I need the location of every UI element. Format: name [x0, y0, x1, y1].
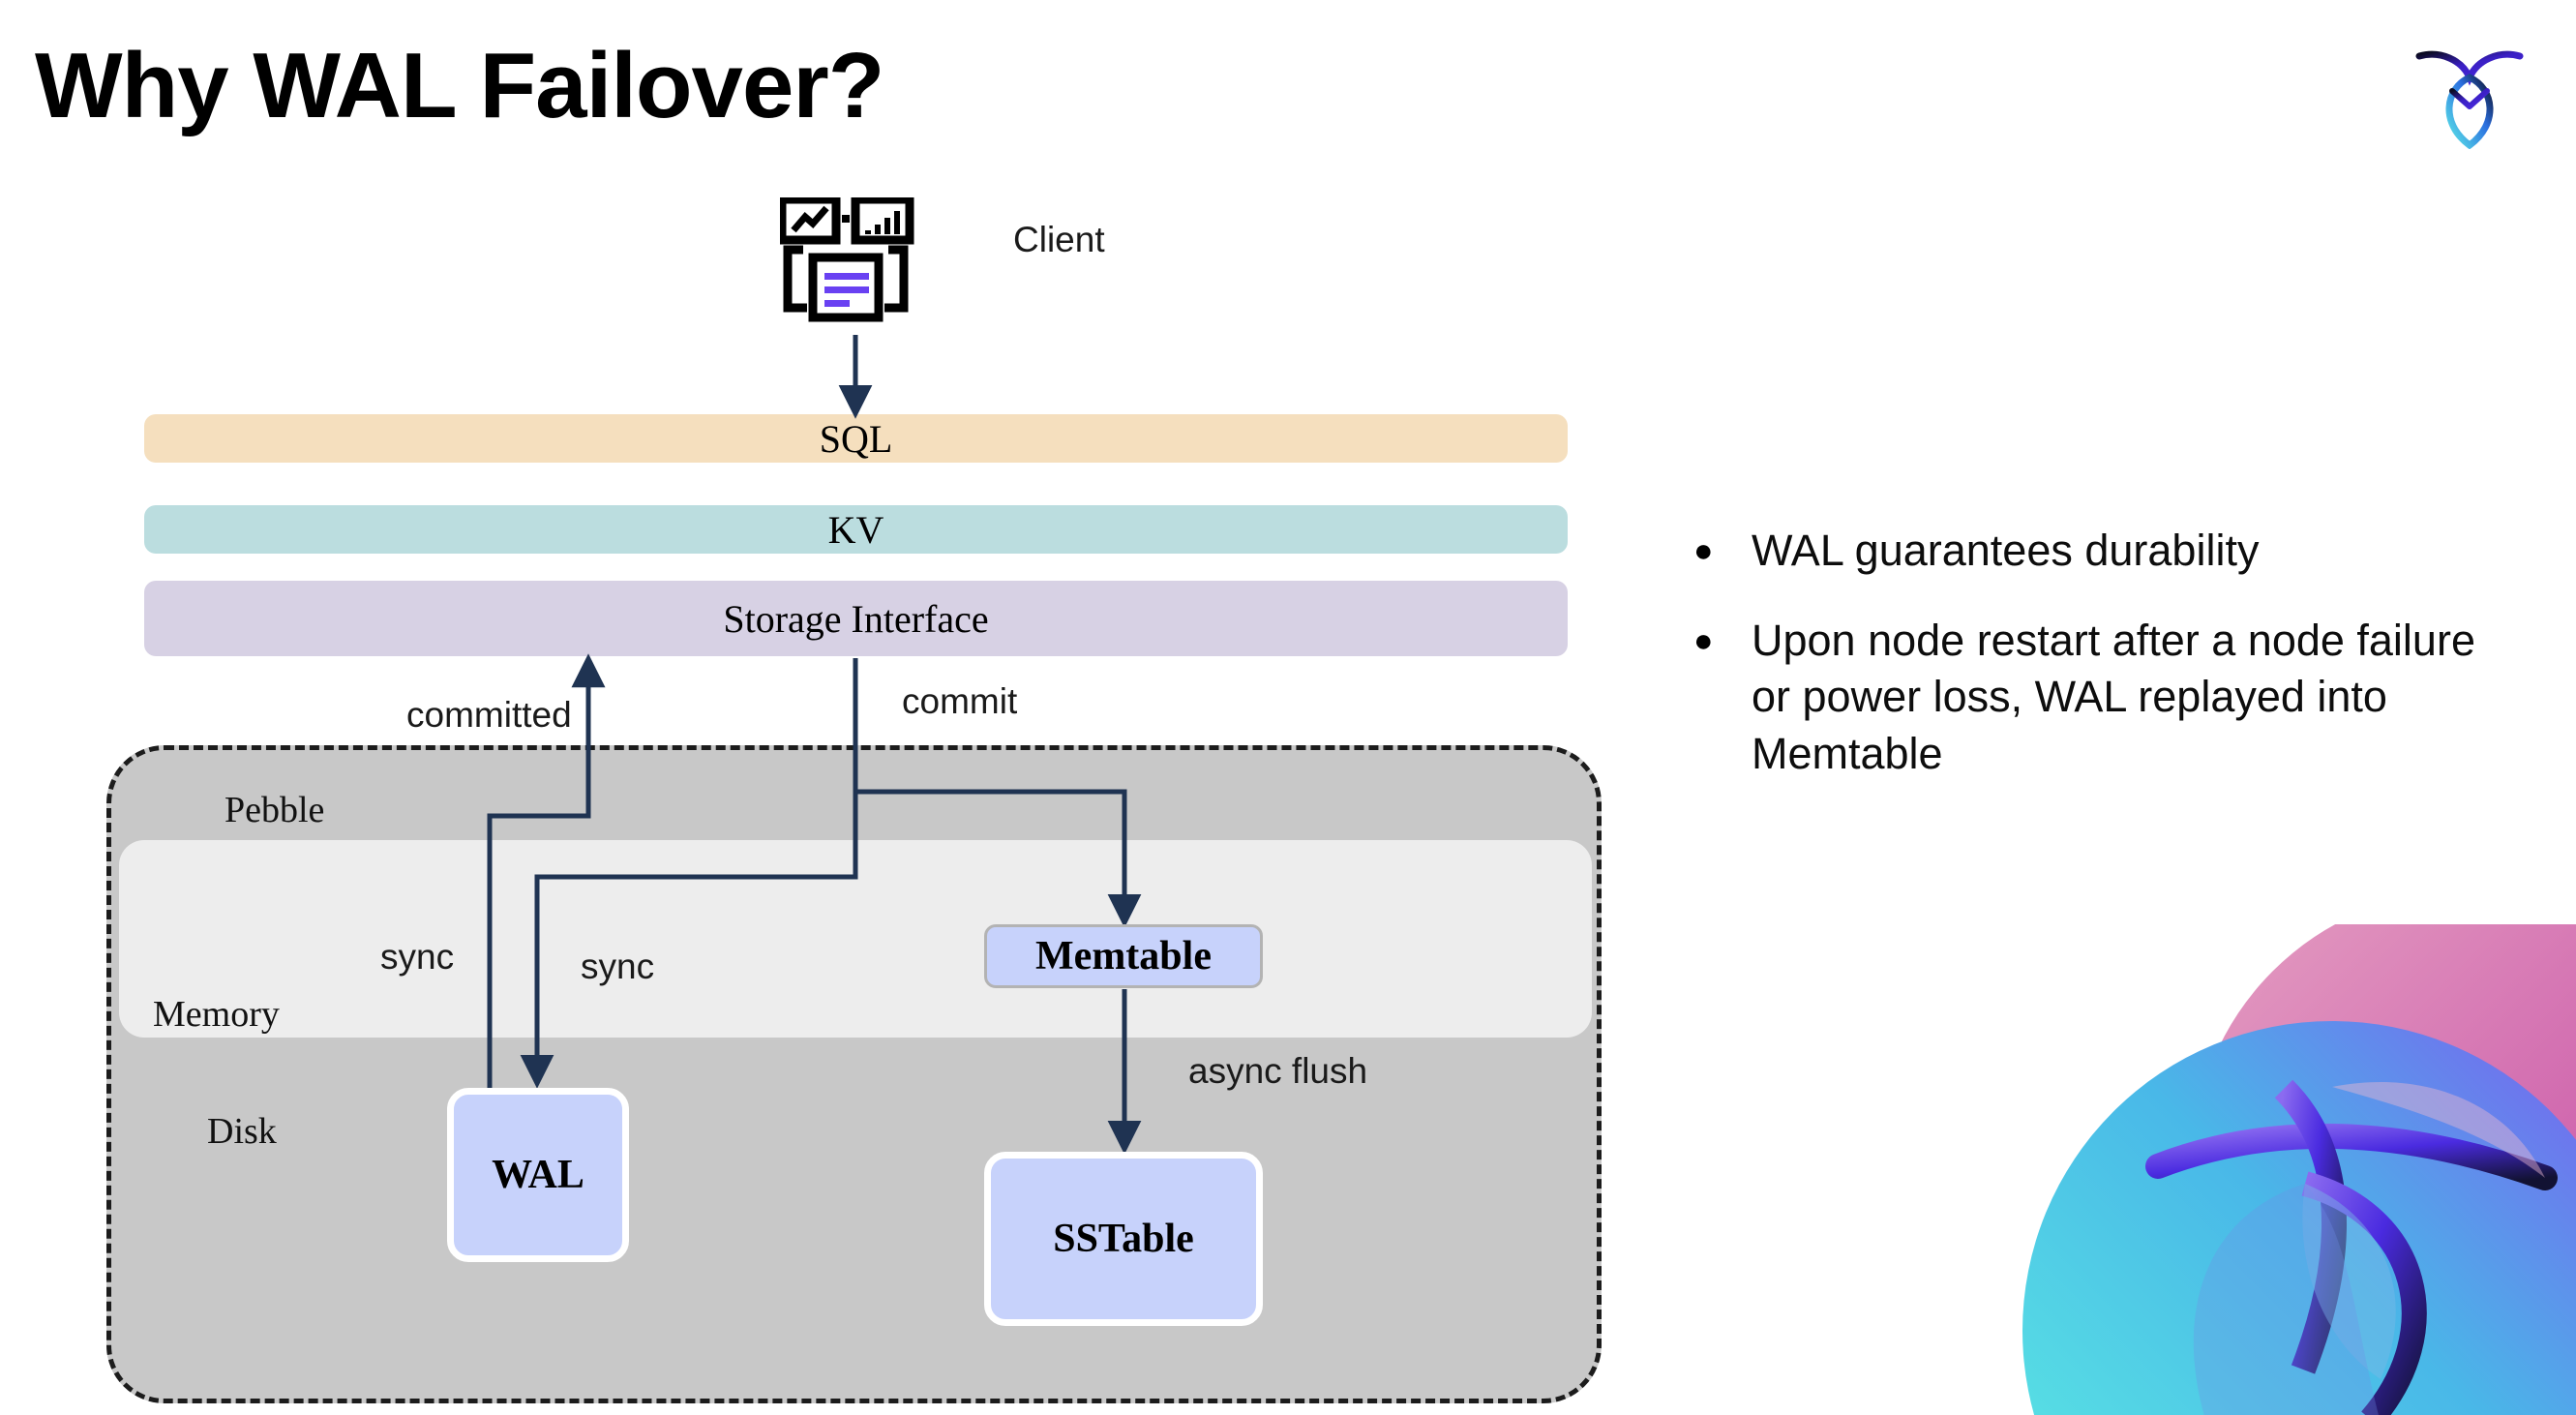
memory-zone	[119, 840, 1592, 1038]
edge-label-sync-right: sync	[581, 947, 655, 986]
store-label-memtable: Memtable	[1035, 934, 1212, 978]
store-label-wal: WAL	[492, 1153, 584, 1197]
pebble-label: Pebble	[225, 790, 325, 830]
layer-label-sql: SQL	[819, 416, 893, 461]
store-label-sstable: SSTable	[1053, 1217, 1194, 1261]
disk-label: Disk	[207, 1111, 277, 1152]
bullet-text: Upon node restart after a node failure o…	[1752, 615, 2475, 778]
page-title: Why WAL Failover?	[35, 34, 884, 137]
layer-bar-sql: SQL	[144, 414, 1568, 463]
cockroachdb-logo-icon	[2411, 35, 2528, 150]
store-box-sstable: SSTable	[984, 1152, 1263, 1326]
edge-label-committed: committed	[406, 695, 572, 735]
edge-label-async-flush: async flush	[1188, 1051, 1368, 1091]
bullet-marker-icon: ●	[1693, 532, 1714, 569]
list-item: ● Upon node restart after a node failure…	[1693, 613, 2497, 783]
layer-label-kv: KV	[827, 507, 884, 552]
bullet-text: WAL guarantees durability	[1752, 526, 2260, 575]
edge-label-sync-left: sync	[380, 937, 455, 977]
layer-bar-kv: KV	[144, 505, 1568, 554]
store-box-wal: WAL	[447, 1088, 629, 1262]
client-monitor-icon	[777, 195, 935, 335]
decorative-brand-graphic	[1964, 924, 2576, 1415]
bullet-list: ● WAL guarantees durability ● Upon node …	[1693, 523, 2497, 815]
memory-label: Memory	[153, 994, 280, 1035]
layer-label-storage-interface: Storage Interface	[723, 596, 989, 641]
list-item: ● WAL guarantees durability	[1693, 523, 2497, 580]
layer-bar-storage-interface: Storage Interface	[144, 581, 1568, 656]
client-label: Client	[1013, 220, 1105, 259]
bullet-marker-icon: ●	[1693, 621, 1714, 659]
store-box-memtable: Memtable	[984, 924, 1263, 988]
edge-label-commit: commit	[902, 681, 1018, 721]
